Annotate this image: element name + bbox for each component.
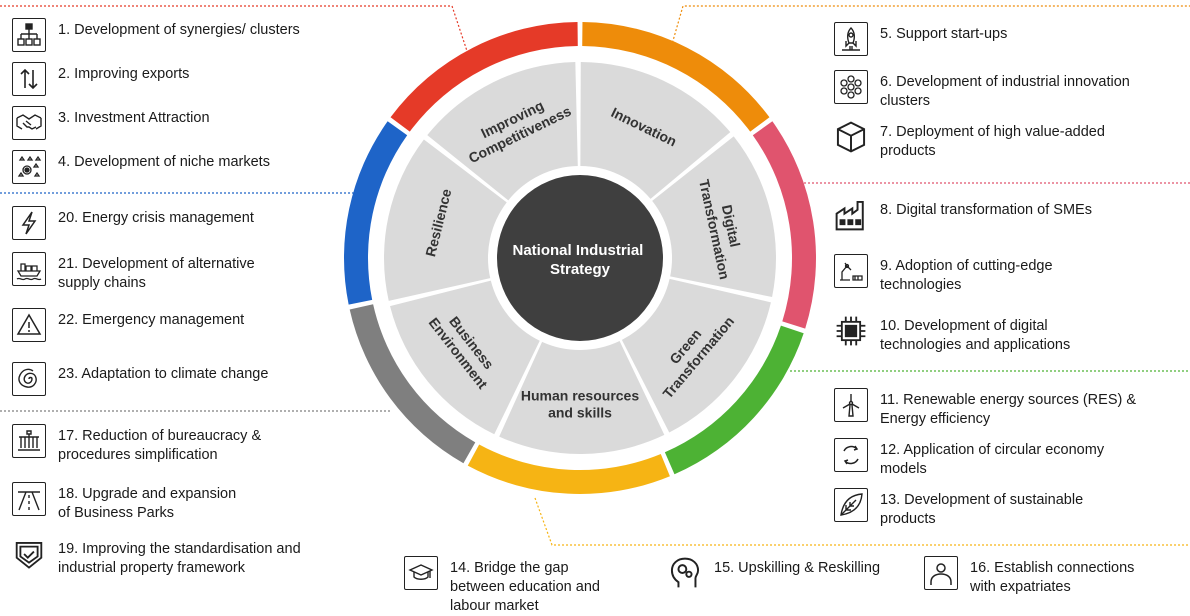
action-label-16: 16. Establish connections with expatriat… [970,560,1135,595]
org-chart-icon [12,18,46,52]
ring-segment-innovation [582,22,770,132]
sector-digital-transformation [652,136,776,298]
spiral-icon [12,362,46,396]
action-item-5: 5. Support start-ups [834,22,1007,56]
action-label-15: 15. Upskilling & Reskilling [714,560,881,576]
outer-ring [344,22,816,495]
action-label-19: 19. Improving the standardisation and in… [58,541,301,576]
sector-resilience [384,139,507,301]
pillar-label-line: Human resources [521,388,639,404]
recycle-icon [834,438,868,472]
wind-turbine-icon [834,388,868,422]
ring-segment-business-environment [349,304,476,464]
separator-innovation [667,5,1190,59]
action-label-4: 4. Development of niche markets [58,154,270,170]
action-item-17: 17. Reduction of bureaucracy & procedure… [12,424,261,465]
ring-segment-resilience [344,121,408,305]
action-item-19: 19. Improving the standardisation and in… [12,537,301,578]
action-item-1: 1. Development of synergies/ clusters [12,18,300,52]
action-item-20: 20. Energy crisis management [12,206,254,240]
action-item-14: 14. Bridge the gap between education and… [404,556,600,616]
action-item-23: 23. Adaptation to climate change [12,362,268,396]
action-item-22: 22. Emergency management [12,308,244,342]
sector-green-transformation [621,278,771,433]
action-label-23: 23. Adaptation to climate change [58,366,269,382]
action-label-21: 21. Development of alternative supply ch… [58,256,255,291]
action-label-22: 22. Emergency management [58,312,245,328]
action-label-6: 6. Development of industrial innovation … [880,74,1130,109]
action-item-7: 7. Deployment of high value-added produc… [834,120,1105,161]
action-item-16: 16. Establish connections with expatriat… [924,556,1134,597]
action-label-10: 10. Development of digital technologies … [880,318,1071,353]
head-gears-icon [668,556,702,590]
action-item-21: 21. Development of alternative supply ch… [12,252,255,293]
action-item-18: 18. Upgrade and expansion of Business Pa… [12,482,236,523]
action-label-11: 11. Renewable energy sources (RES) & Ene… [880,392,1137,427]
shield-check-icon [12,537,46,571]
person-icon [924,556,958,590]
action-item-2: 2. Improving exports [12,62,189,96]
center-circle [491,169,669,347]
sector-improving-competitiveness [427,62,578,201]
separator-human [534,497,1190,546]
ring-segment-digital-transformation [752,121,816,329]
chip-icon [834,314,868,348]
center-title-line-2: Strategy [550,261,611,278]
action-label-3: 3. Investment Attraction [58,110,210,126]
action-item-15: 15. Upskilling & Reskilling [668,556,880,590]
center-title: National Industrial Strategy [512,242,647,278]
molecule-icon [834,70,868,104]
factory-icon [834,198,868,232]
action-label-20: 20. Energy crisis management [58,210,254,226]
center-title-line-1: National Industrial [512,242,643,259]
action-label-2: 2. Improving exports [58,66,190,82]
action-item-6: 6. Development of industrial innovation … [834,70,1130,111]
sector-human-resources-and-skills [499,341,665,454]
ring-segment-green-transformation [664,325,804,475]
action-label-5: 5. Support start-ups [880,26,1008,42]
cargo-ship-icon [12,252,46,286]
action-label-18: 18. Upgrade and expansion of Business Pa… [58,486,237,521]
action-item-13: 13. Development of sustainable products [834,488,1083,529]
action-item-8: 8. Digital transformation of SMEs [834,198,1092,232]
action-label-1: 1. Development of synergies/ clusters [58,22,300,38]
action-item-9: 9. Adoption of cutting-edge technologies [834,254,1053,295]
action-label-13: 13. Development of sustainable products [880,492,1084,527]
road-icon [12,482,46,516]
lightning-icon [12,206,46,240]
robot-arm-icon [834,254,868,288]
graduation-cap-icon [404,556,438,590]
ring-segment-improving-competitiveness [390,22,578,132]
warning-icon [12,308,46,342]
cube-icon [834,120,868,154]
separator-competitiveness [0,5,471,61]
action-label-7: 7. Deployment of high value-added produc… [880,124,1105,159]
action-item-11: 11. Renewable energy sources (RES) & Ene… [834,388,1136,429]
action-label-17: 17. Reduction of bureaucracy & procedure… [58,428,262,463]
rocket-icon [834,22,868,56]
action-label-12: 12. Application of circular economy mode… [880,442,1105,477]
pillar-label-line: and skills [548,405,612,421]
action-item-10: 10. Development of digital technologies … [834,314,1070,355]
arrows-up-down-icon [12,62,46,96]
government-building-icon [12,424,46,458]
leaf-icon [834,488,868,522]
action-label-9: 9. Adoption of cutting-edge technologies [880,258,1053,293]
action-item-3: 3. Investment Attraction [12,106,210,140]
ring-segment-human-resources-and-skills [467,444,670,495]
niche-shapes-icon [12,150,46,184]
sector-innovation [580,62,731,199]
sector-business-environment [390,280,540,435]
handshake-icon [12,106,46,140]
action-item-4: 4. Development of niche markets [12,150,270,184]
action-label-8: 8. Digital transformation of SMEs [880,202,1092,218]
action-item-12: 12. Application of circular economy mode… [834,438,1104,479]
action-label-14: 14. Bridge the gap between education and… [450,560,600,614]
